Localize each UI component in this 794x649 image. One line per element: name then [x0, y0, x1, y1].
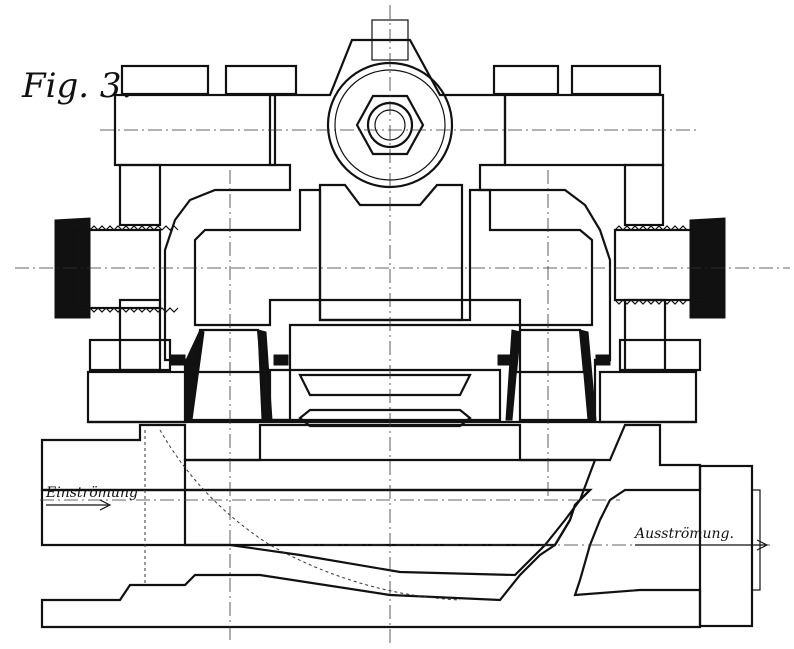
outlet-label-group: Ausströmung. [633, 526, 769, 551]
inlet-label-group: Einströmung [45, 485, 138, 511]
valve-seats [169, 328, 611, 421]
center-stem [318, 183, 464, 322]
outlet-label: Ausströmung. [633, 526, 734, 542]
center-lines [15, 5, 790, 645]
inlet-label: Einströmung [45, 485, 138, 501]
side-bosses [88, 163, 702, 372]
hidden-lines [144, 429, 461, 601]
base-flange [86, 370, 698, 424]
bridge [268, 368, 502, 428]
figure-title: Fig. 3. [21, 66, 132, 106]
right-plug [613, 217, 726, 319]
